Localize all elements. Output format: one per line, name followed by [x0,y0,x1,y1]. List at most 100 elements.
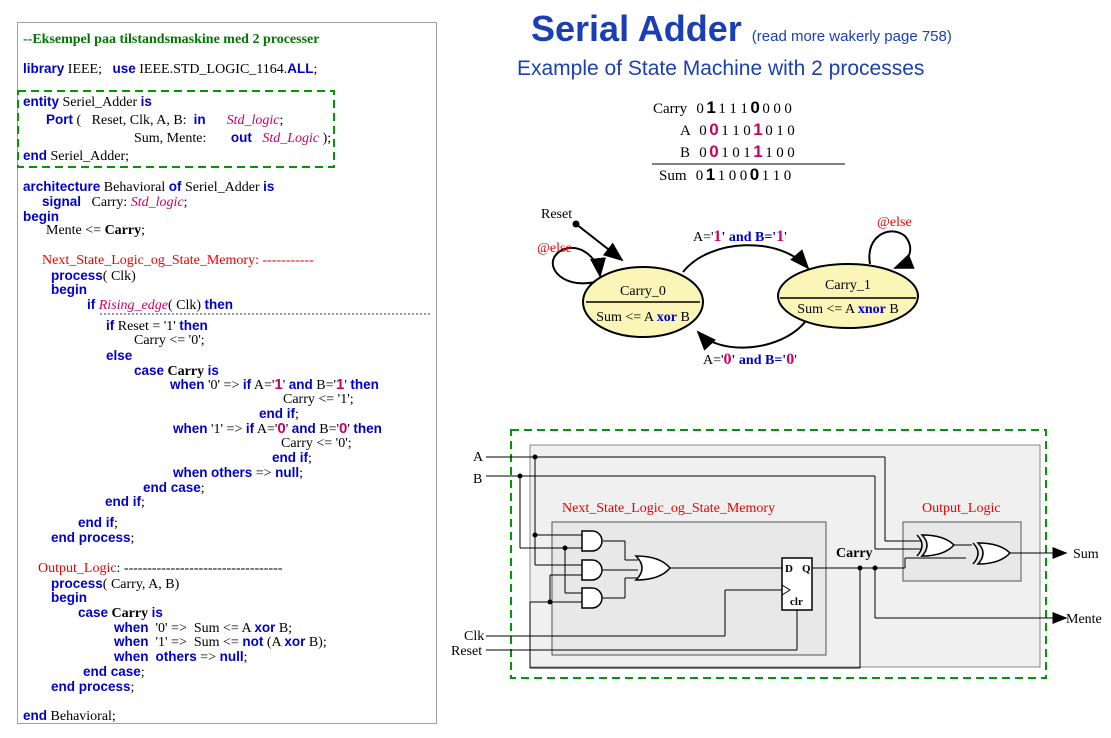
truth-bit: 0 [787,145,795,161]
transition-0-to-1-label: A='1' and B='1' [693,228,787,245]
code-line-end-if-2: end if; [272,450,312,466]
code-line-when1-sum: when '1' => Sum <= not (A xor B); [114,634,327,650]
code-line-end-entity: end Seriel_Adder; [23,148,130,164]
truth-bit: 1 [753,142,763,161]
code-line-begin2: begin [51,282,87,297]
truth-bit: 1 [765,145,773,161]
code-line-end-if-1: end if; [259,406,299,422]
truth-bit: 0 [739,168,748,184]
self-loop-1 [868,230,915,269]
truth-bit: 1 [776,123,784,139]
output-logic-block-label: Output_Logic [922,501,1001,516]
truth-bit: 1 [721,145,729,161]
code-line-process1: process( Clk) [51,268,136,284]
else-label-1: @else [877,215,912,230]
code-line-end-behavioral: end Behavioral; [23,708,116,724]
code-line-case-carry: case Carry is [134,363,219,379]
d-flip-flop [781,557,813,611]
code-line-when0: when '0' => if A='1' and B='1' then [170,376,379,393]
truth-bit: 0 [773,101,781,117]
transition-1-to-0-label: A='0' and B='0' [703,351,797,368]
truth-bit: 1 [743,145,751,161]
code-line-end-case2: end case; [83,664,145,680]
transition-0-to-1 [682,244,810,273]
truth-bit: 0 [749,165,760,184]
schematic-wires [486,456,1062,669]
truth-bit: 0 [762,101,770,117]
code-line-next-state-label: Next_State_Logic_og_State_Memory: ------… [42,253,314,268]
title-note: (read more wakerly page 758) [751,28,952,45]
code-line-carry-0: Carry <= '0'; [134,333,205,348]
truth-bit: 1 [705,165,716,184]
else-label-0: @else [537,241,572,256]
truth-bit: 0 [787,123,795,139]
code-line-when-others2: when others => null; [114,649,248,665]
truth-bit: 0 [743,123,751,139]
state-carry-0-action: Sum <= A xor B [596,310,690,325]
code-line-when1: when '1' => if A='0' and B='0' then [173,420,382,437]
code-line-port-in: Port ( Reset, Clk, A, B: in Std_logic; [46,112,284,128]
truth-bit: 1 [772,168,781,184]
truth-bit: 1 [729,101,737,117]
output-mente-label: Mente [1066,612,1102,627]
truth-bit: 1 [721,123,729,139]
vhdl-code: --Eksempel paa tilstandsmaskine med 2 pr… [0,0,382,724]
truth-bit: 0 [709,142,719,161]
ff-q-label: Q [802,563,811,575]
code-line-else: else [106,348,133,363]
state-carry-0-name: Carry_0 [620,284,666,299]
truth-bit: 1 [718,101,726,117]
truth-bit: 0 [695,168,704,184]
code-line-rising-edge: if Rising_edge( Clk) then [87,297,234,313]
code-line-process2: process( Carry, A, B) [51,576,180,592]
truth-bit: 1 [753,120,763,139]
page-title: Serial Adder (read more wakerly page 758… [531,8,952,49]
code-line-when0-sum: when '0' => Sum <= A xor B; [114,620,293,636]
truth-bit: 1 [706,98,716,117]
input-a-label: A [473,450,484,465]
truth-bit: 0 [696,101,704,117]
state-carry-1-action: Sum <= A xnor B [797,302,898,317]
truth-bit: 0 [699,123,707,139]
ff-d-label: D [785,563,793,575]
transition-1-to-0 [696,321,806,351]
truth-bit: 1 [761,168,770,184]
truth-bit: 1 [740,101,748,117]
reset-label: Reset [541,207,572,222]
input-reset-label: Reset [451,644,482,659]
output-sum-label: Sum [1073,547,1099,562]
code-line-if-reset: if Reset = '1' then [106,318,208,334]
code-line-when-others: when others => null; [173,465,303,481]
page-subtitle: Example of State Machine with 2 processe… [517,57,925,80]
vhdl-code-panel [17,22,437,724]
code-line-carry-0b: Carry <= '0'; [281,436,352,451]
truth-bit: 0 [750,98,760,117]
input-b-label: B [473,472,482,487]
next-state-block-label: Next_State_Logic_og_State_Memory [562,501,775,516]
truth-bit: 1 [732,123,740,139]
code-line-signal: signal Carry: Std_logic; [42,194,188,210]
truth-bit: 0 [732,145,740,161]
code-line-library: library IEEE; use IEEE.STD_LOGIC_1164.AL… [23,61,318,77]
code-line-end-if-4: end if; [78,515,118,531]
code-line-architecture: architecture Behavioral of Seriel_Adder … [23,179,275,195]
truth-bit: 0 [783,168,792,184]
truth-bit: 0 [728,168,737,184]
schematic-outer-box [510,429,1047,679]
truth-bit: 0 [776,145,784,161]
and-gates [581,530,603,609]
code-line-case-carry2: case Carry is [78,605,163,621]
or-gate [634,555,671,581]
code-line-begin3: begin [51,590,87,605]
code-line-port-out: Sum, Mente: out Std_Logic ); [134,130,332,146]
